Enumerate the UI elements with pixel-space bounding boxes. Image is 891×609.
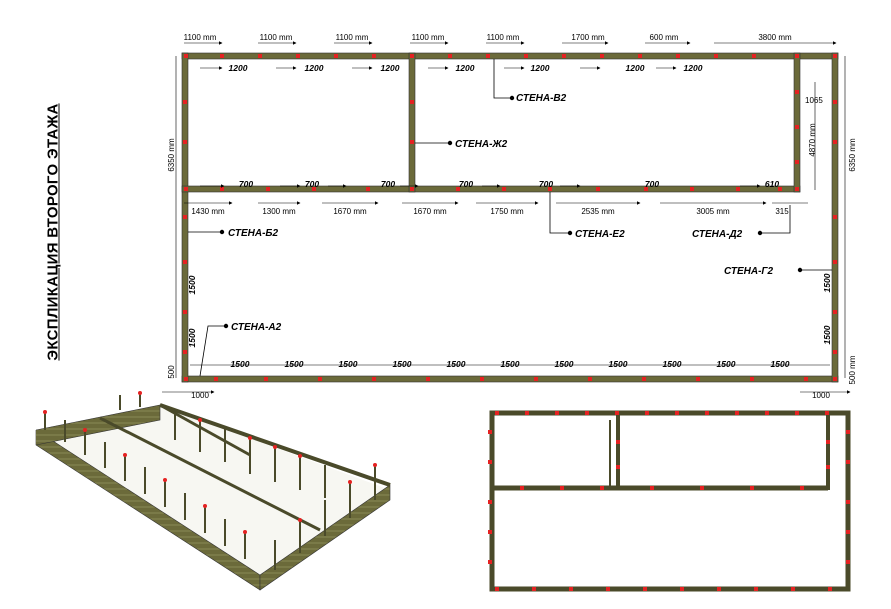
wall-label-g2: СТЕНА-Г2 [724, 266, 774, 277]
bottom-spacing-8: 1500 [609, 359, 628, 369]
bottom-spacing-6: 1500 [501, 359, 520, 369]
right-inner-dim: 4870 mm [808, 123, 817, 157]
bottom-dimensions [162, 364, 851, 394]
top-dimension-labels: 1100 mm 1100 mm 1100 mm 1100 mm 1100 mm … [184, 33, 792, 73]
bottom-corner-left: 1000 [191, 391, 209, 400]
side-dimensions [175, 56, 846, 378]
top-frame-view [488, 410, 851, 592]
side-dimension-labels: 6350 mm 1500 1500 500 6350 mm 4870 mm 10… [167, 96, 857, 384]
top-dim-6: 1700 mm [571, 33, 605, 42]
wall-leaders [188, 59, 832, 377]
top-dim-3: 1100 mm [336, 33, 369, 42]
mid-dim-3: 1670 mm [333, 207, 367, 216]
mid-dim-8: 315 [775, 207, 789, 216]
left-total-dim: 6350 mm [167, 138, 176, 172]
mid-dim-6: 2535 mm [581, 207, 615, 216]
wall-label-zh2: СТЕНА-Ж2 [455, 139, 508, 150]
left-upper-spacing: 1500 [187, 275, 197, 294]
top-dim-4: 1100 mm [412, 33, 445, 42]
bottom-spacing-1: 1500 [231, 359, 250, 369]
plan-studs [183, 54, 837, 381]
top-dimensions [184, 41, 837, 70]
top-dim-8: 3800 mm [758, 33, 792, 42]
bottom-spacing-7: 1500 [555, 359, 574, 369]
wall-label-v2: СТЕНА-В2 [516, 93, 567, 104]
top-spacing-7: 1200 [684, 63, 703, 73]
mid-spacing-3: 700 [381, 179, 395, 189]
wall-label-e2: СТЕНА-Е2 [575, 229, 625, 240]
mid-dim-2: 1300 mm [262, 207, 296, 216]
right-corner-dim: 500 mm [848, 355, 857, 384]
bottom-spacing-4: 1500 [393, 359, 412, 369]
mid-dim-1: 1430 mm [191, 207, 225, 216]
bottom-spacing-9: 1500 [663, 359, 682, 369]
mid-spacing-4: 700 [459, 179, 473, 189]
left-corner-dim: 500 [167, 365, 176, 379]
right-top-dim: 1065 [805, 96, 823, 105]
bottom-spacing-2: 1500 [285, 359, 304, 369]
bottom-spacing-5: 1500 [447, 359, 466, 369]
mid-spacing-5: 700 [539, 179, 553, 189]
bottom-spacing-3: 1500 [339, 359, 358, 369]
top-dim-2: 1100 mm [260, 33, 293, 42]
top-spacing-3: 1200 [381, 63, 400, 73]
right-lower-spacing: 1500 [822, 325, 832, 344]
top-spacing-6: 1200 [626, 63, 645, 73]
wall-label-d2: СТЕНА-Д2 [692, 229, 743, 240]
wall-label-a2: СТЕНА-А2 [231, 322, 282, 333]
wall-labels: СТЕНА-В2 СТЕНА-Ж2 СТЕНА-Б2 СТЕНА-Е2 СТЕН… [228, 93, 774, 333]
isometric-frame-view [35, 391, 391, 591]
mid-dimension-labels: 700 700 700 700 700 700 610 1430 mm 1300… [191, 179, 789, 216]
mid-spacing-1: 700 [239, 179, 253, 189]
mid-dim-4: 1670 mm [413, 207, 447, 216]
mid-spacing-6: 700 [645, 179, 659, 189]
mid-dim-7: 3005 mm [696, 207, 730, 216]
mid-spacing-2: 700 [305, 179, 319, 189]
bottom-spacing-11: 1500 [771, 359, 790, 369]
top-dim-5: 1100 mm [487, 33, 520, 42]
top-spacing-1: 1200 [229, 63, 248, 73]
top-spacing-2: 1200 [305, 63, 324, 73]
mid-dimensions [184, 184, 808, 205]
top-spacing-4: 1200 [456, 63, 475, 73]
top-spacing-5: 1200 [531, 63, 550, 73]
right-upper-spacing: 1500 [822, 273, 832, 292]
top-dim-1: 1100 mm [184, 33, 217, 42]
left-lower-spacing: 1500 [187, 328, 197, 347]
top-dim-7: 600 mm [650, 33, 679, 42]
mid-spacing-7: 610 [765, 179, 779, 189]
mid-dim-5: 1750 mm [490, 207, 524, 216]
bottom-corner-right: 1000 [812, 391, 830, 400]
bottom-dimension-labels: 1500 1500 1500 1500 1500 1500 1500 1500 … [191, 359, 830, 400]
bottom-spacing-10: 1500 [717, 359, 736, 369]
right-total-dim: 6350 mm [848, 138, 857, 172]
wall-label-b2: СТЕНА-Б2 [228, 228, 278, 239]
